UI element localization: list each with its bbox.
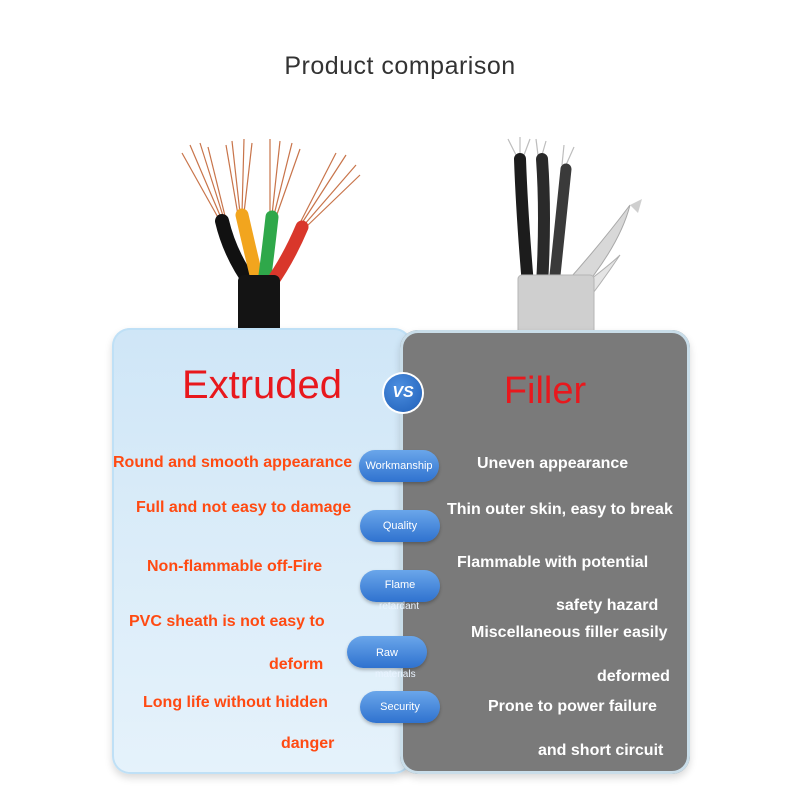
filler-point-security-2: and short circuit <box>538 742 664 759</box>
extruded-point-workmanship: Round and smooth appearance <box>113 454 353 471</box>
quality-pill: Quality <box>360 510 440 542</box>
materials-label: materials <box>375 669 416 680</box>
filler-panel <box>400 330 690 774</box>
filler-heading: Filler <box>503 370 587 412</box>
extruded-point-security-2: danger <box>281 735 335 752</box>
security-pill: Security <box>360 691 440 723</box>
filler-cable-image <box>507 137 642 335</box>
extruded-cable-image <box>181 138 361 335</box>
page-title: Product comparison <box>284 52 516 80</box>
flame-retardant-pill: Flame <box>360 570 440 602</box>
vs-badge: VS <box>384 374 422 412</box>
retardant-label: retardant <box>379 601 420 612</box>
raw-materials-pill: Raw <box>347 636 427 668</box>
extruded-point-security-1: Long life without hidden <box>143 694 328 711</box>
filler-point-flame-2: safety hazard <box>556 597 659 614</box>
workmanship-pill: Workmanship <box>359 450 439 482</box>
filler-point-flame-1: Flammable with potential <box>457 554 649 571</box>
extruded-point-flame: Non-flammable off-Fire <box>147 558 323 575</box>
flame-label: Flame <box>384 579 416 591</box>
filler-point-quality: Thin outer skin, easy to break <box>447 501 673 518</box>
filler-point-raw-2: deformed <box>597 668 670 685</box>
extruded-point-raw-1: PVC sheath is not easy to <box>129 613 325 630</box>
raw-label: Raw <box>375 647 398 659</box>
filler-point-security-1: Prone to power failure <box>488 698 657 715</box>
filler-point-raw-1: Miscellaneous filler easily <box>471 624 668 641</box>
extruded-heading: Extruded <box>181 363 343 407</box>
extruded-point-raw-2: deform <box>269 656 324 673</box>
filler-point-workmanship: Uneven appearance <box>477 455 629 472</box>
extruded-point-quality: Full and not easy to damage <box>136 499 352 516</box>
